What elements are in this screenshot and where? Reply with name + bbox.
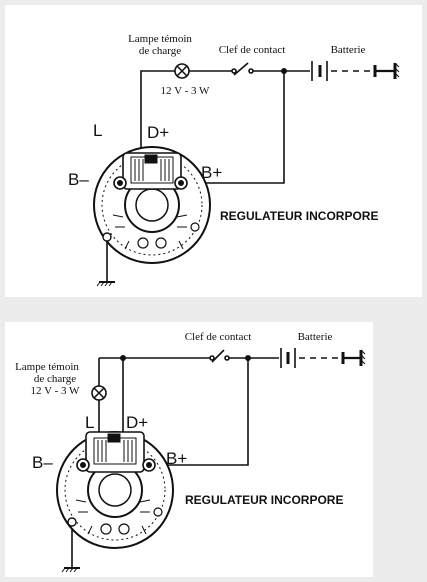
lamp-label-line1: Lampe témoin	[128, 33, 192, 45]
lamp-label-line1: Lampe témoin	[15, 361, 79, 373]
ignition-switch	[211, 349, 225, 363]
terminal-Bplus: B+	[166, 449, 187, 468]
caption: REGULATEUR INCORPORE	[220, 209, 378, 223]
caption: REGULATEUR INCORPORE	[185, 493, 343, 507]
ground-symbol	[96, 241, 115, 287]
junction-dot-right	[245, 355, 251, 361]
diagram-1-drawing: Lampe témoin de charge 12 V - 3 W Clef d…	[68, 33, 400, 287]
wire-junction-to-Bplus	[185, 71, 285, 184]
lamp-label-line2: de charge	[139, 45, 181, 57]
lamp-rating: 12 V - 3 W	[161, 85, 211, 97]
wire-lamp-to-L	[140, 70, 175, 157]
terminal-Bminus: B–	[32, 453, 53, 472]
wiring-diagram-2: Lampe témoin de charge 12 V - 3 W Clef d…	[5, 322, 373, 577]
charge-lamp-icon	[91, 385, 107, 401]
alternator-icon	[93, 146, 211, 264]
lamp-label-line2: de charge	[34, 373, 76, 385]
terminal-L: L	[93, 121, 102, 140]
terminal-Dplus: D+	[126, 413, 148, 432]
diagram-2-drawing: Lampe témoin de charge 12 V - 3 W Clef d…	[15, 331, 366, 573]
terminal-L: L	[85, 413, 94, 432]
switch-label: Clef de contact	[185, 331, 252, 343]
terminal-Dplus: D+	[147, 123, 169, 142]
ignition-switch	[233, 62, 249, 76]
wire-junction-to-Bplus	[153, 358, 249, 466]
wiring-diagram-1: Lampe témoin de charge 12 V - 3 W Clef d…	[5, 5, 422, 297]
lamp-rating: 12 V - 3 W	[31, 385, 81, 397]
switch-label: Clef de contact	[219, 44, 286, 56]
battery-label: Batterie	[298, 331, 333, 343]
ground-symbol	[61, 526, 80, 573]
terminal-Bminus: B–	[68, 170, 89, 189]
charge-lamp-icon	[174, 63, 190, 79]
junction-dot-left	[120, 355, 126, 361]
battery-label: Batterie	[331, 44, 366, 56]
junction-dot	[281, 68, 287, 74]
terminal-Bplus: B+	[201, 163, 222, 182]
battery-symbol	[280, 348, 366, 368]
alternator-icon	[56, 431, 174, 549]
battery-symbol	[311, 61, 400, 81]
